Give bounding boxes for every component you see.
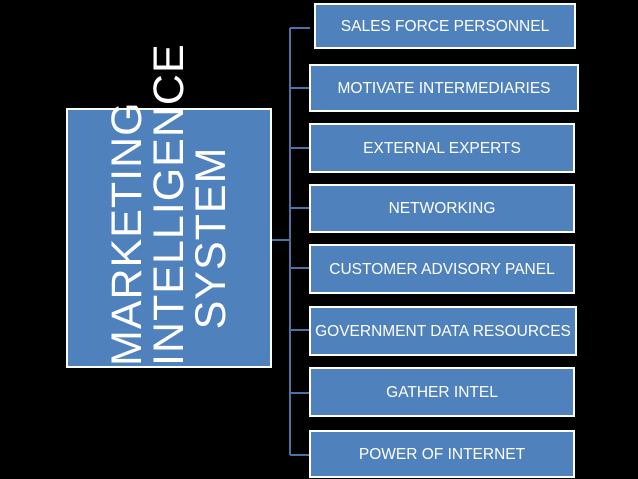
root-node: MARKETING INTELLIGENCE SYSTEM	[66, 43, 272, 368]
root-label-line-1: MARKETING	[103, 101, 151, 366]
child-node-gather-intel: GATHER INTEL	[309, 367, 575, 417]
child-label: MOTIVATE INTERMEDIARIES	[337, 79, 551, 97]
child-label: POWER OF INTERNET	[358, 445, 526, 463]
child-node-motivate-intermediaries: MOTIVATE INTERMEDIARIES	[309, 64, 579, 112]
child-node-sales-force-personnel: SALES FORCE PERSONNEL	[314, 3, 576, 49]
child-node-external-experts: EXTERNAL EXPERTS	[309, 123, 575, 173]
child-node-government-data-resources: GOVERNMENT DATA RESOURCES	[309, 306, 577, 356]
child-label: GOVERNMENT DATA RESOURCES	[315, 322, 571, 340]
root-label: MARKETING INTELLIGENCE SYSTEM	[103, 43, 235, 366]
root-label-line-3: SYSTEM	[187, 146, 235, 330]
child-label: CUSTOMER ADVISORY PANEL	[329, 260, 555, 278]
child-node-networking: NETWORKING	[309, 184, 575, 233]
child-node-customer-advisory-panel: CUSTOMER ADVISORY PANEL	[309, 244, 575, 294]
child-label: EXTERNAL EXPERTS	[363, 139, 521, 157]
child-label: GATHER INTEL	[386, 383, 498, 401]
child-node-power-of-internet: POWER OF INTERNET	[309, 430, 575, 478]
child-label: SALES FORCE PERSONNEL	[340, 17, 550, 35]
child-label: NETWORKING	[388, 200, 496, 217]
root-label-line-2: INTELLIGENCE	[145, 43, 193, 366]
